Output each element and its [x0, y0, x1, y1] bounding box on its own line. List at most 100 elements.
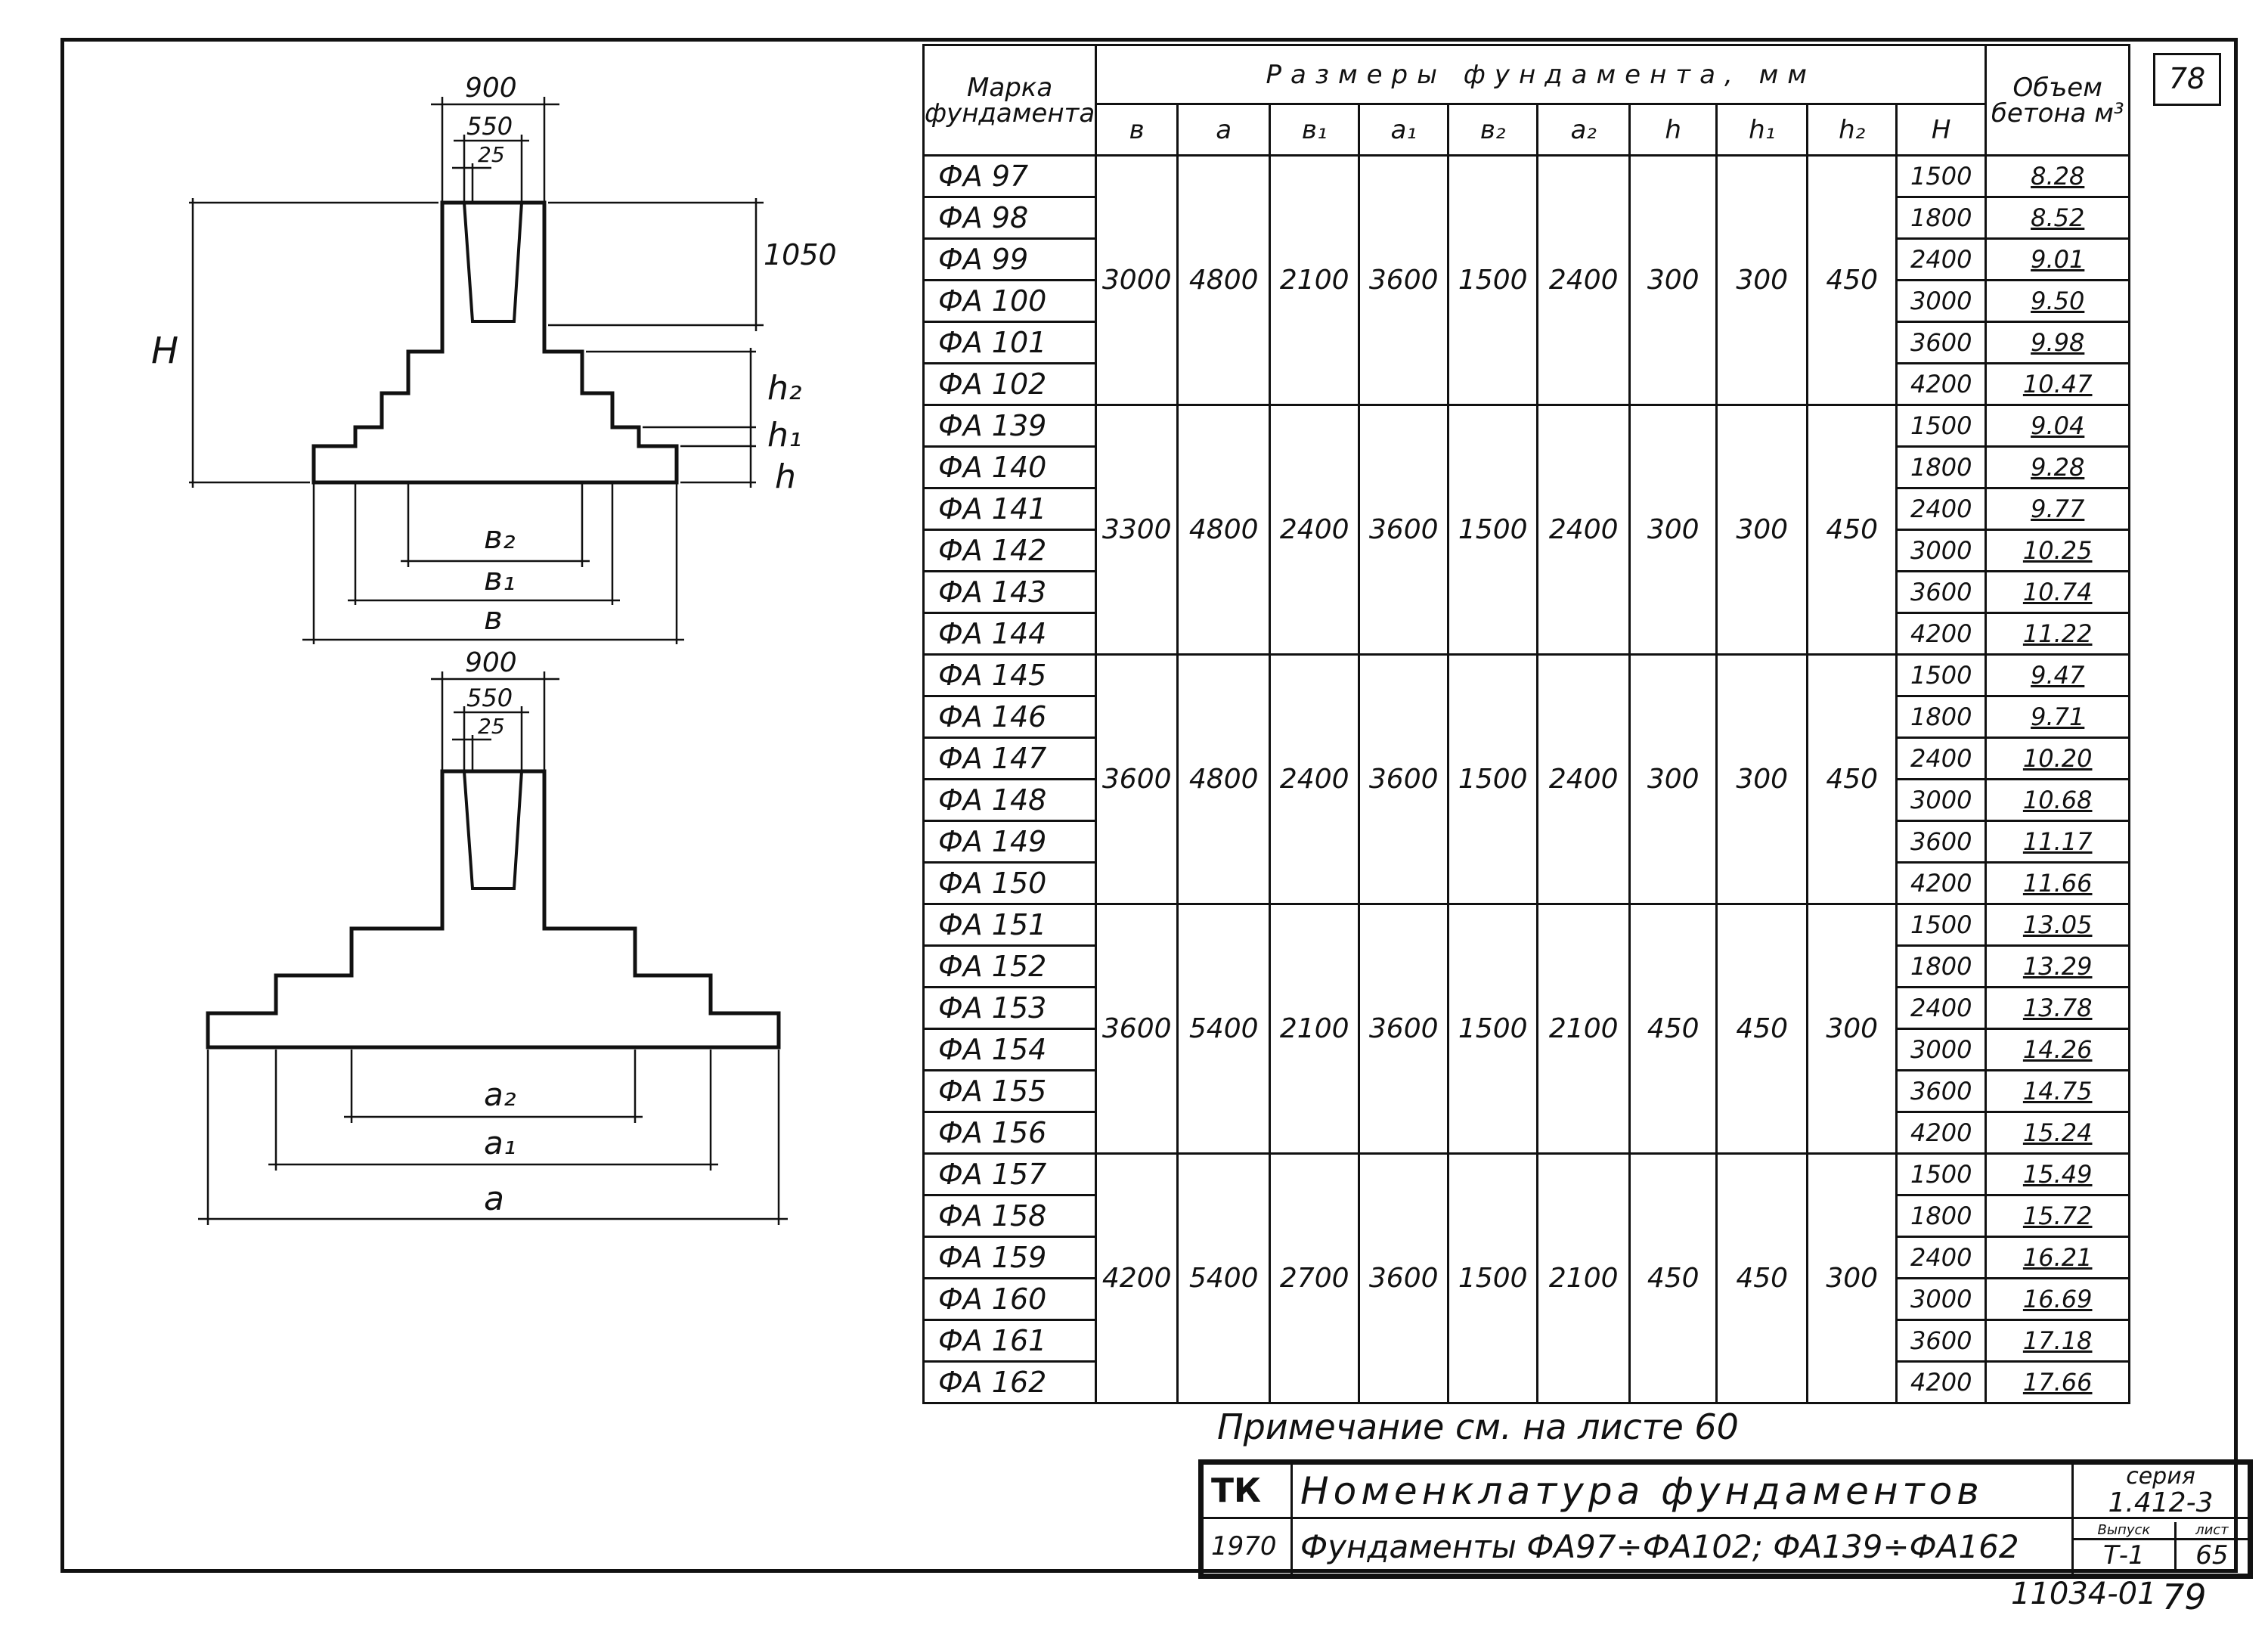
foundation-mark: ФА 139	[922, 404, 1098, 448]
height-H: 1800	[1895, 445, 1988, 489]
concrete-volume: 9.28	[1984, 445, 2131, 489]
foundation-mark: ФА 156	[922, 1111, 1098, 1155]
group-dimension: 300	[1628, 653, 1718, 905]
foundation-mark: ФА 148	[922, 778, 1098, 822]
top-label-b2: в₂	[484, 519, 516, 556]
height-H: 2400	[1895, 1236, 1988, 1279]
column-header: h₁	[1715, 103, 1809, 157]
concrete-volume: 10.47	[1984, 362, 2131, 406]
foundation-mark: ФА 102	[922, 362, 1098, 406]
height-H: 3000	[1895, 1028, 1988, 1071]
height-H: 1800	[1895, 1194, 1988, 1238]
concrete-volume: 8.28	[1984, 154, 2131, 198]
height-H: 2400	[1895, 237, 1988, 281]
sheet-frame	[60, 38, 2238, 1573]
foundation-mark: ФА 150	[922, 861, 1098, 905]
footer-code: 11034-01	[2011, 1577, 2157, 1611]
foundation-mark: ФА 141	[922, 487, 1098, 531]
concrete-volume: 11.22	[1984, 612, 2131, 656]
column-header: h₂	[1806, 103, 1898, 157]
top-label-H: H	[151, 330, 178, 372]
group-dimension: 300	[1806, 903, 1898, 1155]
foundation-mark: ФА 145	[922, 653, 1098, 697]
top-dim-1050: 1050	[764, 238, 837, 271]
height-H: 1800	[1895, 196, 1988, 240]
group-dimension: 2400	[1536, 154, 1631, 406]
group-dimension: 450	[1715, 903, 1809, 1155]
foundation-drawings: 900 550 25 H 1050 h₂ h₁ h в₂ в₁ в 900 55…	[151, 73, 837, 1225]
group-dimension: 450	[1715, 1152, 1809, 1404]
stamp-series: серия 1.412-3	[2071, 1462, 2250, 1520]
height-H: 3600	[1895, 820, 1988, 864]
group-dimension: 300	[1715, 404, 1809, 656]
group-dimension: 1500	[1447, 653, 1539, 905]
height-H: 3000	[1895, 1277, 1988, 1321]
column-header: h	[1628, 103, 1718, 157]
column-header: в₂	[1447, 103, 1539, 157]
height-H: 3000	[1895, 279, 1988, 323]
concrete-volume: 13.78	[1984, 986, 2131, 1030]
column-header: а₂	[1536, 103, 1631, 157]
height-H: 2400	[1895, 736, 1988, 780]
concrete-volume: 13.29	[1984, 944, 2131, 988]
group-dimension: 3600	[1358, 404, 1450, 656]
height-H: 3000	[1895, 778, 1988, 822]
column-header: H	[1895, 103, 1988, 157]
concrete-volume: 9.50	[1984, 279, 2131, 323]
group-dimension: 1500	[1447, 903, 1539, 1155]
height-H: 4200	[1895, 362, 1988, 406]
group-dimension: 5400	[1176, 903, 1272, 1155]
group-dimension: 3600	[1358, 653, 1450, 905]
group-dimension: 300	[1715, 653, 1809, 905]
foundation-mark: ФА 158	[922, 1194, 1098, 1238]
bottom-label-a1: а₁	[484, 1124, 516, 1161]
foundation-mark: ФА 140	[922, 445, 1098, 489]
foundation-mark: ФА 98	[922, 196, 1098, 240]
top-label-h1: h₁	[767, 416, 802, 454]
group-dimension: 3600	[1358, 1152, 1450, 1404]
stamp-series-value: 1.412-3	[2108, 1487, 2214, 1518]
top-label-h2: h₂	[767, 369, 802, 408]
height-H: 1500	[1895, 903, 1988, 947]
height-H: 4200	[1895, 612, 1988, 656]
foundation-mark: ФА 99	[922, 237, 1098, 281]
top-dim-550: 550	[466, 112, 513, 141]
header-volume: Объем бетона м³	[1984, 44, 2131, 157]
stamp-title1: Номенклатура фундаментов	[1290, 1462, 2074, 1520]
concrete-volume: 11.66	[1984, 861, 2131, 905]
group-dimension: 450	[1806, 404, 1898, 656]
bottom-dim-550: 550	[466, 684, 513, 712]
group-dimension: 450	[1628, 1152, 1718, 1404]
top-label-h: h	[775, 457, 796, 496]
height-H: 3600	[1895, 1319, 1988, 1363]
concrete-volume: 10.25	[1984, 529, 2131, 572]
concrete-volume: 9.71	[1984, 695, 2131, 739]
bottom-label-a2: а₂	[484, 1076, 516, 1113]
group-dimension: 3000	[1095, 154, 1179, 406]
page-number: 78	[2153, 53, 2221, 106]
concrete-volume: 16.21	[1984, 1236, 2131, 1279]
spec-table-wrapper: Марка фундамента Размеры фундамента, мм …	[922, 44, 2131, 1404]
group-dimension: 2100	[1269, 903, 1361, 1155]
group-dimension: 5400	[1176, 1152, 1272, 1404]
group-dimension: 2100	[1536, 1152, 1631, 1404]
header-sizes: Размеры фундамента, мм	[1095, 44, 1988, 105]
concrete-volume: 15.24	[1984, 1111, 2131, 1155]
column-header: а₁	[1358, 103, 1450, 157]
bottom-foundation-outline	[206, 769, 781, 1050]
height-H: 4200	[1895, 1111, 1988, 1155]
